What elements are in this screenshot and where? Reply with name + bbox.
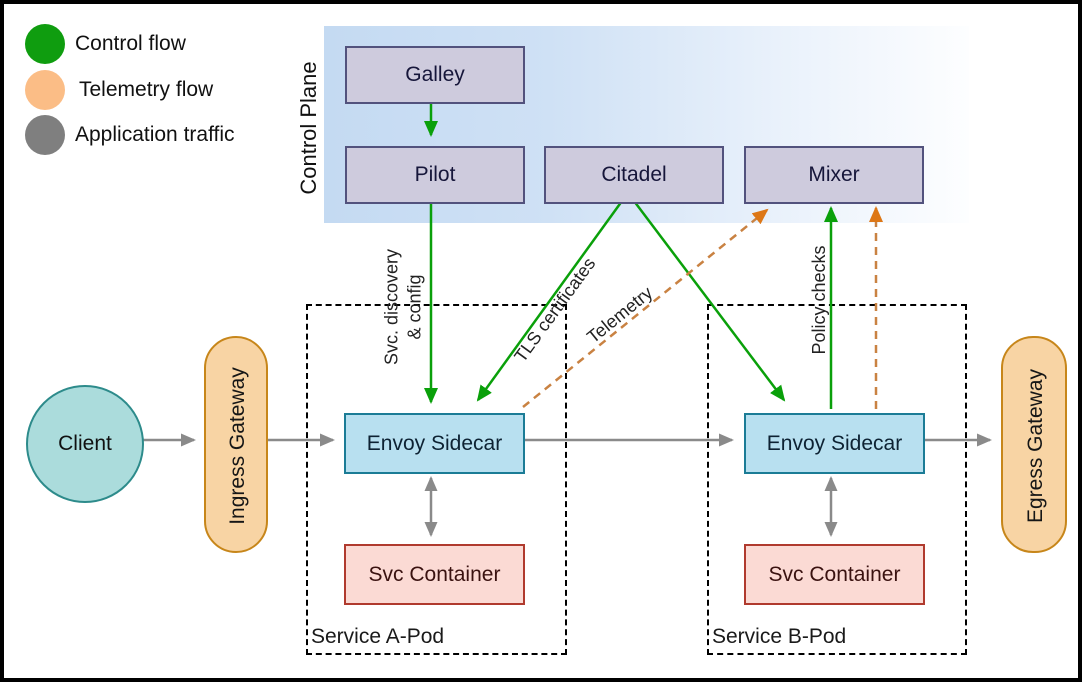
service-b-pod-label: Service B-Pod bbox=[712, 625, 847, 648]
node-label: Citadel bbox=[601, 163, 667, 186]
node-envoy-sidecar-b: Envoy Sidecar bbox=[744, 413, 925, 474]
node-svc-container-a: Svc Container bbox=[344, 544, 525, 605]
node-label: Egress Gateway bbox=[1024, 368, 1047, 524]
node-label: Ingress Gateway bbox=[226, 367, 249, 525]
node-label: Galley bbox=[405, 63, 465, 86]
node-label: Mixer bbox=[808, 163, 860, 186]
node-pilot: Pilot bbox=[345, 146, 525, 204]
edge-label-line: & config bbox=[404, 274, 424, 340]
legend-item-control-flow: Control flow bbox=[25, 23, 235, 65]
node-mixer: Mixer bbox=[744, 146, 924, 204]
legend-item-application-traffic: Application traffic bbox=[25, 114, 235, 156]
edge-citadel-to-envoy-b bbox=[633, 200, 786, 402]
node-label: Svc Container bbox=[768, 562, 901, 586]
node-label: Client bbox=[58, 432, 112, 455]
edge-envoy-a-to-mixer-telemetry bbox=[522, 208, 769, 408]
legend-item-telemetry-flow: Telemetry flow bbox=[25, 69, 235, 111]
edge-label-svc-discovery: Svc. discovery & config bbox=[381, 249, 426, 365]
node-ingress-gateway: Ingress Gateway bbox=[204, 336, 268, 553]
node-label: Envoy Sidecar bbox=[766, 431, 903, 455]
legend-label: Control flow bbox=[75, 32, 186, 55]
node-citadel: Citadel bbox=[544, 146, 724, 204]
legend-label: Application traffic bbox=[75, 123, 235, 146]
application-traffic-dot-icon bbox=[25, 115, 65, 155]
service-a-pod-label: Service A-Pod bbox=[311, 625, 445, 648]
node-client: Client bbox=[26, 385, 144, 503]
node-envoy-sidecar-a: Envoy Sidecar bbox=[344, 413, 525, 474]
edge-label-policy-checks: Policy checks bbox=[808, 245, 829, 355]
service-a-pod-boundary bbox=[306, 304, 567, 655]
node-galley: Galley bbox=[345, 46, 525, 104]
edge-citadel-to-envoy-a bbox=[476, 200, 624, 402]
node-label: Envoy Sidecar bbox=[366, 431, 503, 455]
legend-label: Telemetry flow bbox=[79, 78, 214, 101]
node-svc-container-b: Svc Container bbox=[744, 544, 925, 605]
node-label: Pilot bbox=[414, 163, 456, 186]
node-egress-gateway: Egress Gateway bbox=[1001, 336, 1067, 553]
node-label: Svc Container bbox=[368, 562, 501, 586]
control-flow-dot-icon bbox=[25, 24, 65, 64]
telemetry-flow-dot-icon bbox=[25, 70, 65, 110]
control-plane-title: Control Plane bbox=[296, 61, 321, 195]
edge-label-line: Svc. discovery bbox=[381, 248, 402, 366]
service-b-pod-boundary bbox=[707, 304, 967, 655]
arrows-layer bbox=[142, 101, 992, 537]
legend: Control flow Telemetry flow Application … bbox=[25, 23, 235, 156]
